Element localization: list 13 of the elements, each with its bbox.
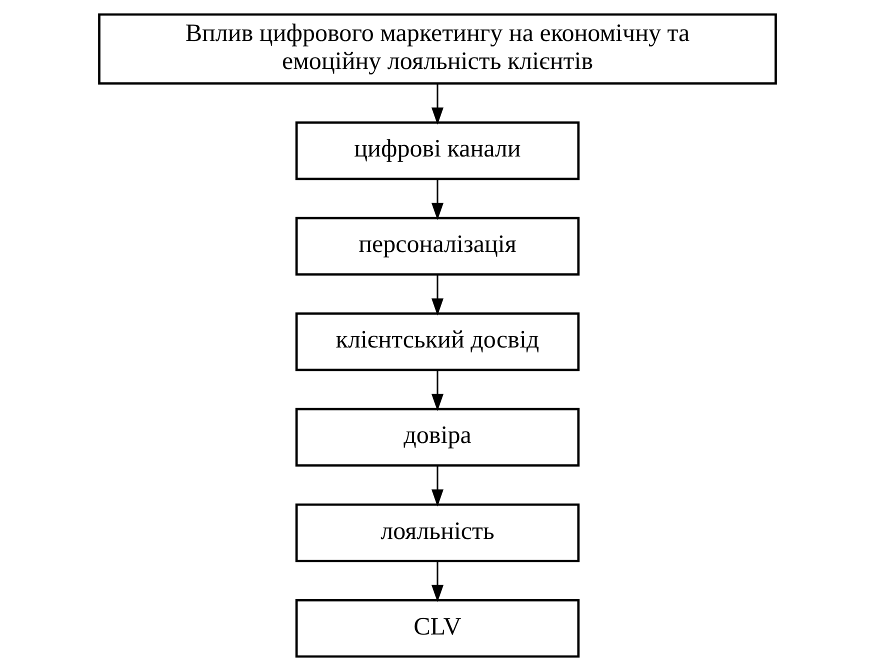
node-box: клієнтський досвід [295, 312, 580, 372]
node-box: цифрові канали [295, 121, 580, 180]
arrow [431, 561, 444, 602]
node-box: Вплив цифрового маркетингу на економічну та емоційну лояльність клієнтів [98, 13, 777, 85]
node-box: лояльність [295, 503, 580, 562]
arrow [431, 466, 444, 507]
arrow [431, 179, 444, 220]
node-box: персоналізація [295, 216, 580, 276]
arrow [431, 274, 444, 316]
arrow [431, 84, 444, 125]
node-box: CLV [295, 598, 580, 658]
node-box: довіра [295, 408, 580, 467]
arrow [431, 370, 444, 412]
